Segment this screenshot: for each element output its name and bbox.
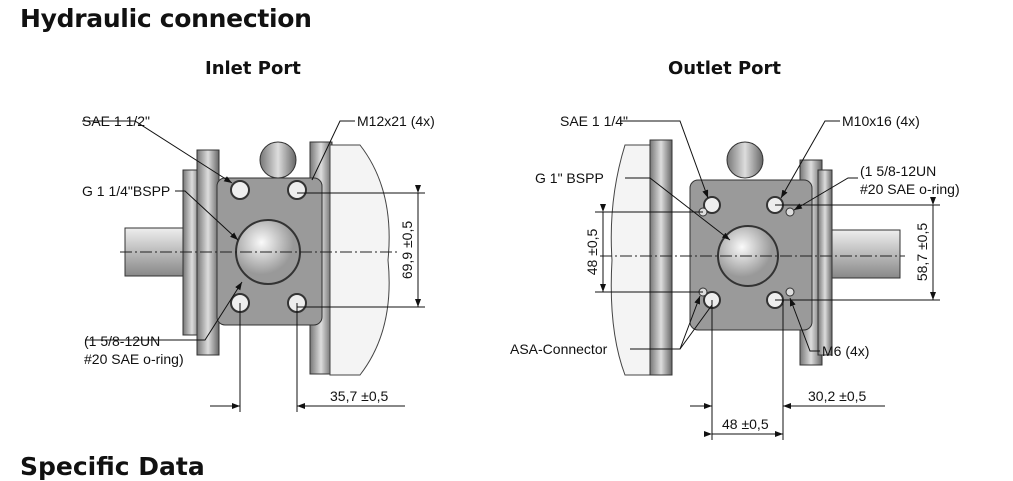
inlet-thread-label: G 1 1/4"BSPP bbox=[82, 183, 170, 199]
outlet-sae-label: SAE 1 1/4" bbox=[560, 113, 628, 129]
outlet-port-title: Outlet Port bbox=[668, 58, 782, 79]
section-heading-hydraulic-connection: Hydraulic connection bbox=[20, 4, 312, 33]
outlet-dim-horizontal-2: 48 ±0,5 bbox=[722, 416, 769, 432]
outlet-thread-label: G 1" BSPP bbox=[535, 170, 604, 186]
inlet-sae-label: SAE 1 1/2" bbox=[82, 113, 150, 129]
inlet-bolts-label: M12x21 (4x) bbox=[357, 113, 435, 129]
outlet-oring-label-2: #20 SAE o-ring) bbox=[860, 181, 960, 197]
outlet-bolts-label: M10x16 (4x) bbox=[842, 113, 920, 129]
inlet-dim-vertical: 69,9 ±0,5 bbox=[399, 221, 415, 279]
section-heading-specific-data: Specific Data bbox=[20, 452, 205, 481]
outlet-dim-horizontal-1: 30,2 ±0,5 bbox=[808, 388, 866, 404]
inlet-dimensions bbox=[82, 120, 425, 412]
inlet-port-drawing bbox=[120, 141, 400, 376]
inlet-port-title: Inlet Port bbox=[205, 58, 301, 79]
outlet-dim-vertical-left: 48 ±0,5 bbox=[584, 228, 600, 275]
inlet-oring-label-1: (1 5/8-12UN bbox=[84, 333, 160, 349]
outlet-dim-vertical-right: 58,7 ±0,5 bbox=[914, 223, 930, 281]
outlet-asa-label: ASA-Connector bbox=[510, 341, 608, 357]
inlet-oring-label-2: #20 SAE o-ring) bbox=[84, 351, 184, 367]
outlet-dimensions bbox=[595, 120, 940, 440]
outlet-port-drawing bbox=[600, 139, 905, 376]
port-drawings: SAE 1 1/2" M12x21 (4x) G 1 1/4"BSPP (1 5… bbox=[82, 113, 960, 440]
outlet-m6-label: M6 (4x) bbox=[822, 343, 869, 359]
inlet-dim-horizontal: 35,7 ±0,5 bbox=[330, 388, 388, 404]
outlet-oring-label-1: (1 5/8-12UN bbox=[860, 163, 936, 179]
